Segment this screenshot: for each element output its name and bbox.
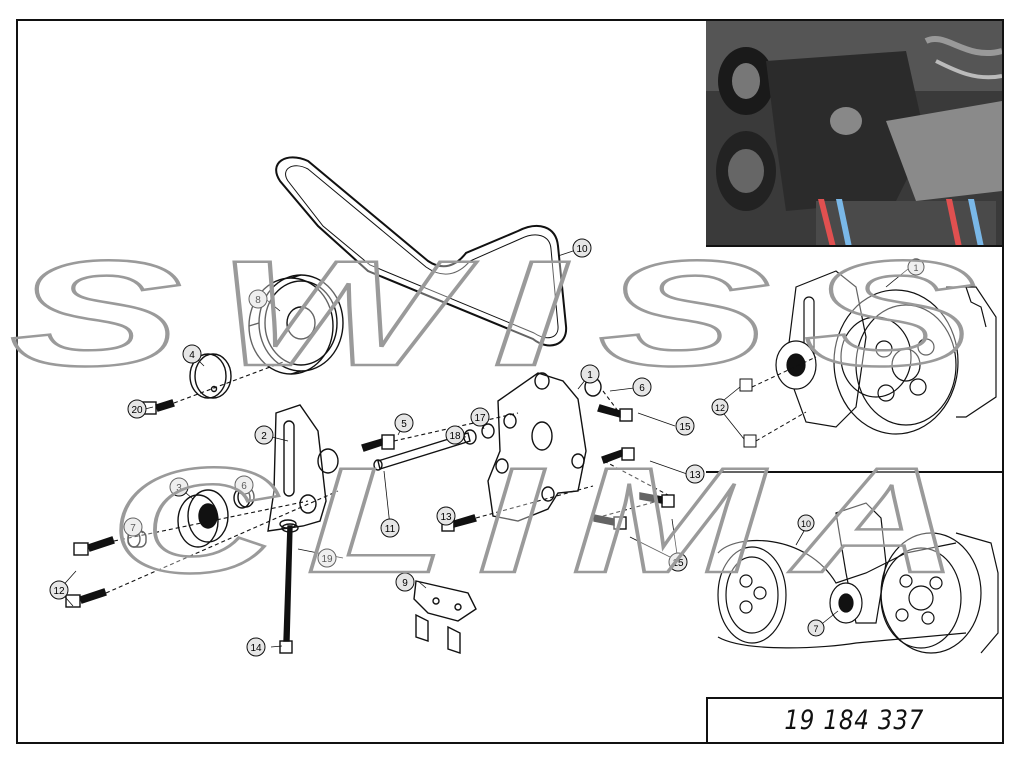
detail-1-callout-1: 1 bbox=[907, 258, 925, 276]
mount-block bbox=[413, 580, 477, 654]
detail-2-callout-7: 7 bbox=[807, 619, 825, 637]
svg-text:15: 15 bbox=[679, 422, 691, 433]
bolt-13-right bbox=[601, 447, 635, 464]
detail-belt-routing: 10 7 bbox=[706, 473, 1002, 699]
bolt-12-upper bbox=[73, 536, 115, 556]
bolt-5 bbox=[361, 434, 395, 452]
callout-6-right: 6 bbox=[632, 377, 652, 397]
callout-12: 12 bbox=[49, 580, 69, 600]
detail-compressor-bracket: 1 12 bbox=[706, 247, 1002, 473]
compressor-bracket bbox=[487, 372, 587, 522]
callout-19: 19 bbox=[317, 548, 337, 568]
svg-text:6: 6 bbox=[241, 481, 247, 492]
callout-5: 5 bbox=[394, 413, 414, 433]
bolt-20 bbox=[141, 399, 175, 415]
svg-text:11: 11 bbox=[385, 524, 396, 535]
svg-text:3: 3 bbox=[176, 483, 182, 494]
side-panels: 1 12 bbox=[706, 21, 1002, 742]
callout-1: 1 bbox=[580, 364, 600, 384]
svg-text:2: 2 bbox=[261, 431, 267, 442]
detail-1-callout-12: 12 bbox=[711, 398, 729, 416]
bolt-14 bbox=[279, 519, 297, 654]
callout-7: 7 bbox=[123, 517, 143, 537]
exploded-view-panel: 10 8 4 20 1 6 15 13 15 13 17 18 5 11 2 3… bbox=[18, 21, 708, 742]
callouts: 10 8 4 20 1 6 15 13 15 13 17 18 5 11 2 3… bbox=[49, 238, 705, 657]
svg-text:10: 10 bbox=[576, 244, 588, 255]
svg-text:5: 5 bbox=[401, 419, 407, 430]
part-number-box: 19 184 337 bbox=[706, 699, 1002, 742]
svg-text:13: 13 bbox=[689, 470, 701, 481]
part-number: 19 184 337 bbox=[784, 705, 924, 736]
pulley-cap bbox=[189, 353, 232, 399]
diagram-frame: 10 8 4 20 1 6 15 13 15 13 17 18 5 11 2 3… bbox=[16, 19, 1004, 744]
svg-text:7: 7 bbox=[130, 523, 136, 534]
svg-text:17: 17 bbox=[474, 413, 486, 424]
svg-text:12: 12 bbox=[715, 403, 725, 413]
callout-4: 4 bbox=[182, 344, 202, 364]
callout-20: 20 bbox=[127, 399, 147, 419]
callout-6-left: 6 bbox=[234, 475, 254, 495]
callout-18: 18 bbox=[445, 425, 465, 445]
drive-belt bbox=[275, 156, 568, 347]
callout-14: 14 bbox=[246, 637, 266, 657]
detail-2-callout-10: 10 bbox=[797, 514, 815, 532]
svg-text:15: 15 bbox=[672, 558, 684, 569]
callout-2: 2 bbox=[254, 425, 274, 445]
svg-text:1: 1 bbox=[913, 263, 918, 273]
svg-text:9: 9 bbox=[402, 578, 408, 589]
callout-9: 9 bbox=[395, 572, 415, 592]
svg-text:10: 10 bbox=[801, 519, 811, 529]
svg-text:8: 8 bbox=[255, 295, 261, 306]
washer-19 bbox=[281, 523, 299, 533]
detail-1-drawing: 1 12 bbox=[711, 258, 997, 448]
svg-text:12: 12 bbox=[53, 586, 65, 597]
detail-2-drawing: 10 7 bbox=[717, 502, 999, 654]
svg-text:1: 1 bbox=[587, 370, 593, 381]
svg-text:19: 19 bbox=[321, 554, 333, 565]
svg-text:6: 6 bbox=[639, 383, 645, 394]
svg-text:14: 14 bbox=[250, 643, 262, 654]
callout-13-right: 13 bbox=[685, 464, 705, 484]
svg-text:18: 18 bbox=[449, 431, 461, 442]
callout-15-lower: 15 bbox=[668, 552, 688, 572]
bolt-15-upper bbox=[597, 404, 633, 422]
assembly-lines bbox=[105, 360, 669, 594]
engine-photo-drawing bbox=[706, 21, 1002, 245]
callout-10: 10 bbox=[572, 238, 592, 258]
svg-text:20: 20 bbox=[131, 405, 143, 416]
svg-text:7: 7 bbox=[813, 624, 818, 634]
stud-11 bbox=[373, 432, 471, 471]
callout-8: 8 bbox=[248, 289, 268, 309]
svg-text:13: 13 bbox=[440, 512, 452, 523]
svg-text:4: 4 bbox=[189, 350, 195, 361]
idler-bracket bbox=[267, 404, 339, 532]
callout-17: 17 bbox=[470, 407, 490, 427]
callout-13-left: 13 bbox=[436, 506, 456, 526]
callout-11: 11 bbox=[380, 518, 400, 538]
crank-pulley bbox=[248, 274, 344, 375]
engine-photo bbox=[706, 21, 1002, 247]
exploded-view-drawing: 10 8 4 20 1 6 15 13 15 13 17 18 5 11 2 3… bbox=[49, 156, 705, 657]
bolt-12-lower bbox=[65, 588, 107, 608]
callout-3: 3 bbox=[169, 477, 189, 497]
callout-15-upper: 15 bbox=[675, 416, 695, 436]
washer-17 bbox=[481, 423, 495, 439]
